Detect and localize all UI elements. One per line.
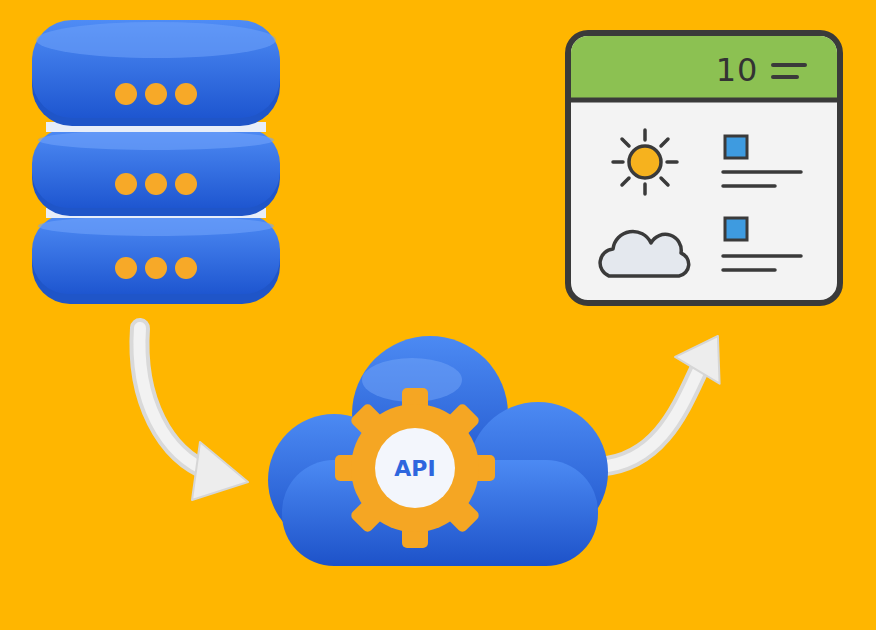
api-label: API [394,456,435,481]
database-server [32,20,280,304]
api-cloud: API [262,330,612,570]
flow-arrow [600,336,720,467]
cloud-shape [262,330,612,570]
weather-app [565,30,843,306]
arrow-head [675,336,720,384]
arrow-shaft [600,354,707,467]
weather-window: 10 [565,30,843,306]
arrow-shaft [600,354,707,467]
flow-arrow [139,328,248,500]
temperature-value: 10 [716,51,759,89]
